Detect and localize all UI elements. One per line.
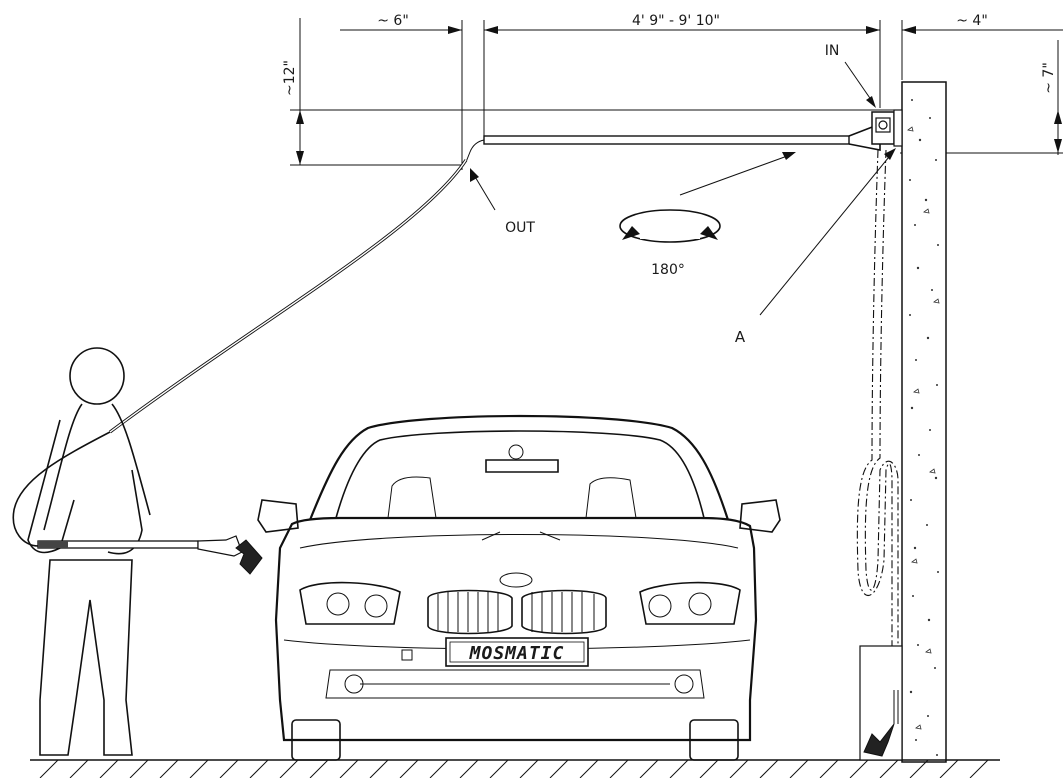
concrete-wall <box>901 81 947 763</box>
annotation-arrows <box>470 61 896 316</box>
dimension-boom-length: 4' 9" - 9' 10" <box>632 13 720 29</box>
rotation-180-icon <box>619 209 721 243</box>
dimension-left-overhang: ~ 6" <box>377 13 409 29</box>
label-out: OUT <box>505 220 535 236</box>
dimension-lines <box>290 18 1063 170</box>
spray-lance <box>12 431 263 575</box>
ground-hatching <box>30 759 1000 779</box>
swivel-boom-arm <box>465 109 903 163</box>
dimension-wall-offset: ~ 4" <box>956 13 988 29</box>
wall-box <box>859 645 903 761</box>
label-rotation: 180° <box>651 262 685 278</box>
label-part-a: A <box>735 328 746 346</box>
person-figure <box>27 347 151 756</box>
car-front-view <box>257 414 781 761</box>
hose-to-lance <box>109 159 468 434</box>
license-plate-text: MOSMATIC <box>469 643 565 664</box>
license-plate <box>445 637 589 667</box>
dimension-height-left: ~12" <box>282 60 298 96</box>
dimension-height-right: ~ 7" <box>1041 62 1057 94</box>
label-in: IN <box>825 43 840 59</box>
hose-on-wall <box>856 149 899 690</box>
